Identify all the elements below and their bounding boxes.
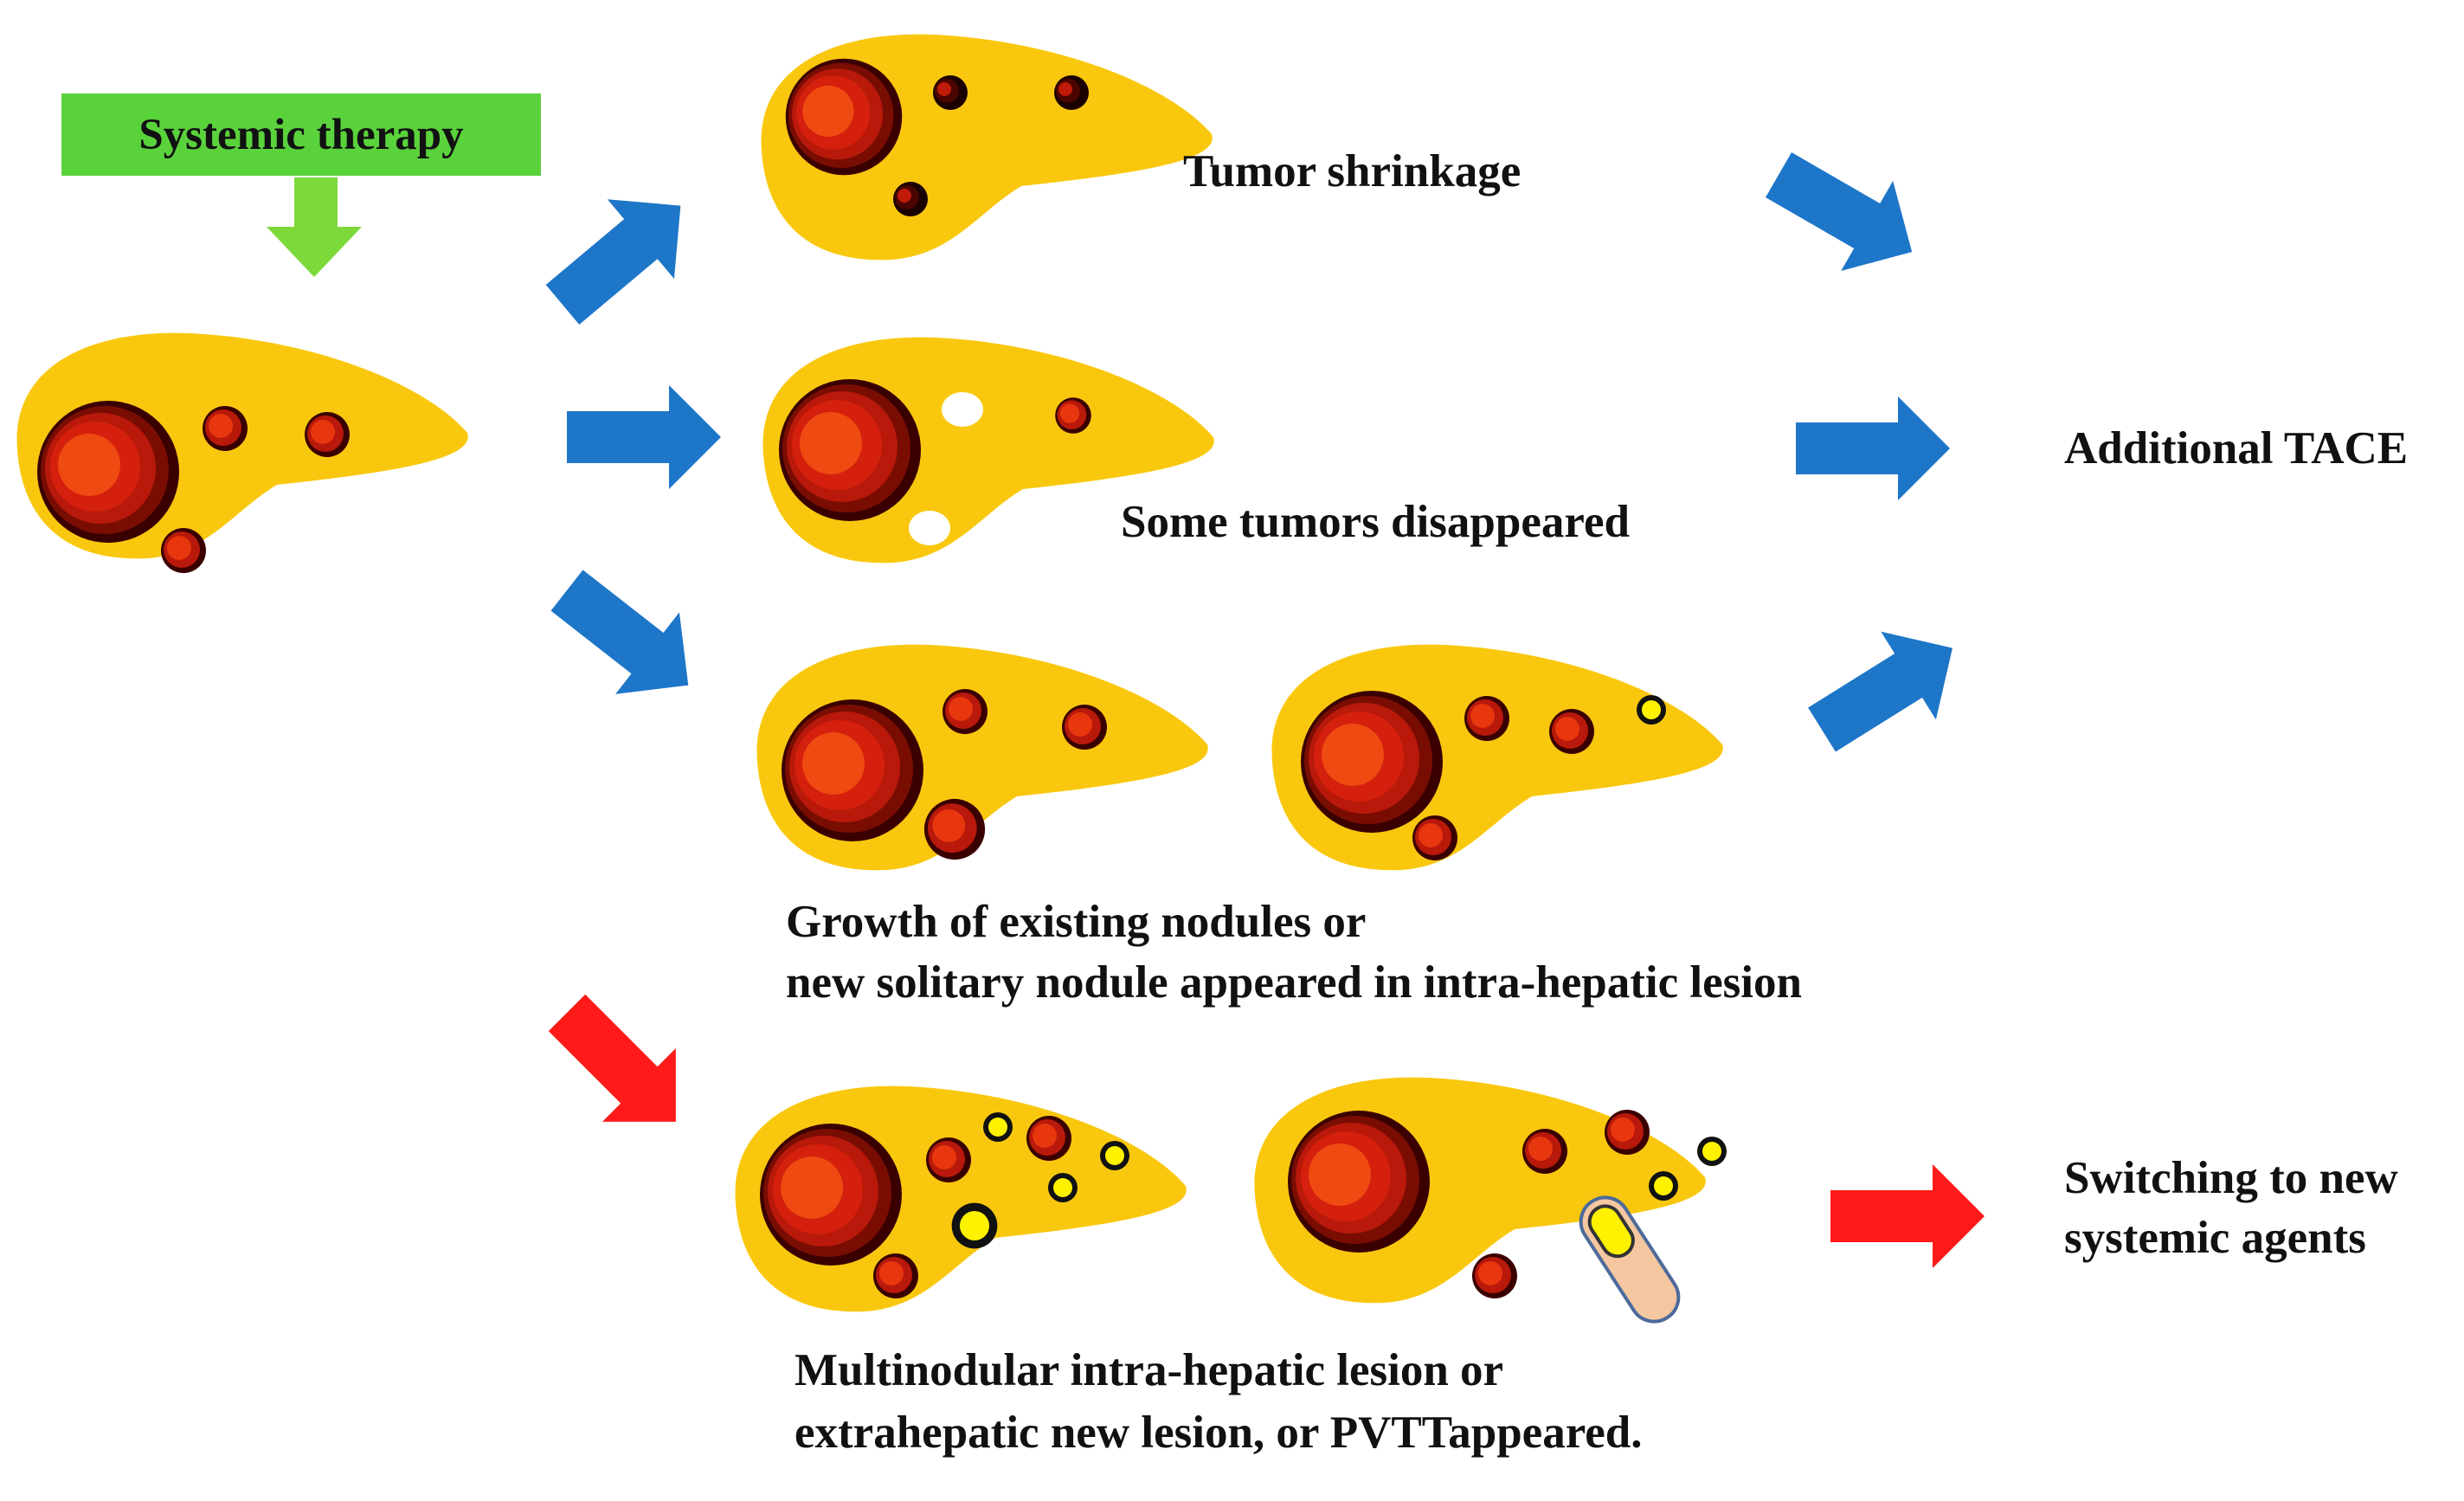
arrow-to-switching (1830, 1164, 1985, 1268)
liver-multinodular-a (735, 1085, 1187, 1312)
arrow-to-multinodular (548, 994, 676, 1122)
arrow-to-shrinkage (545, 199, 681, 325)
green-down-arrow (267, 177, 362, 277)
pvtt-vessel (1579, 1195, 1681, 1324)
label-some-tumors-disappeared: Some tumors disappeared (1121, 497, 1630, 547)
label-multinodular-line2: extrahepatic new lesion, or PVTTappeared… (795, 1408, 1643, 1458)
label-switching-line1: Switching to new (2064, 1153, 2398, 1203)
liver-initial (16, 332, 468, 573)
label-multinodular-line1: Multinodular intra-hepatic lesion or (795, 1345, 1503, 1395)
label-switching-line2: systemic agents (2064, 1213, 2366, 1263)
liver-shrinkage (761, 34, 1213, 261)
arrow-shrinkage-to-tace (1766, 152, 1913, 271)
systemic-therapy-label: Systemic therapy (138, 111, 463, 159)
label-growth-line2: new solitary nodule appeared in intra-he… (786, 957, 1802, 1008)
liver-growth-b (1271, 644, 1723, 871)
systemic-therapy-box (61, 93, 541, 176)
arrow-growth-to-tace (1808, 631, 1953, 752)
liver-disappeared (762, 337, 1214, 564)
label-growth-line1: Growth of existing nodules or (786, 897, 1366, 947)
label-additional-tace: Additional TACE (2064, 423, 2408, 473)
arrow-to-growth (550, 570, 689, 694)
liver-growth-a (756, 644, 1208, 871)
arrow-to-disappeared (567, 385, 721, 489)
arrow-disappeared-to-tace (1796, 396, 1950, 500)
label-tumor-shrinkage: Tumor shrinkage (1183, 146, 1521, 196)
